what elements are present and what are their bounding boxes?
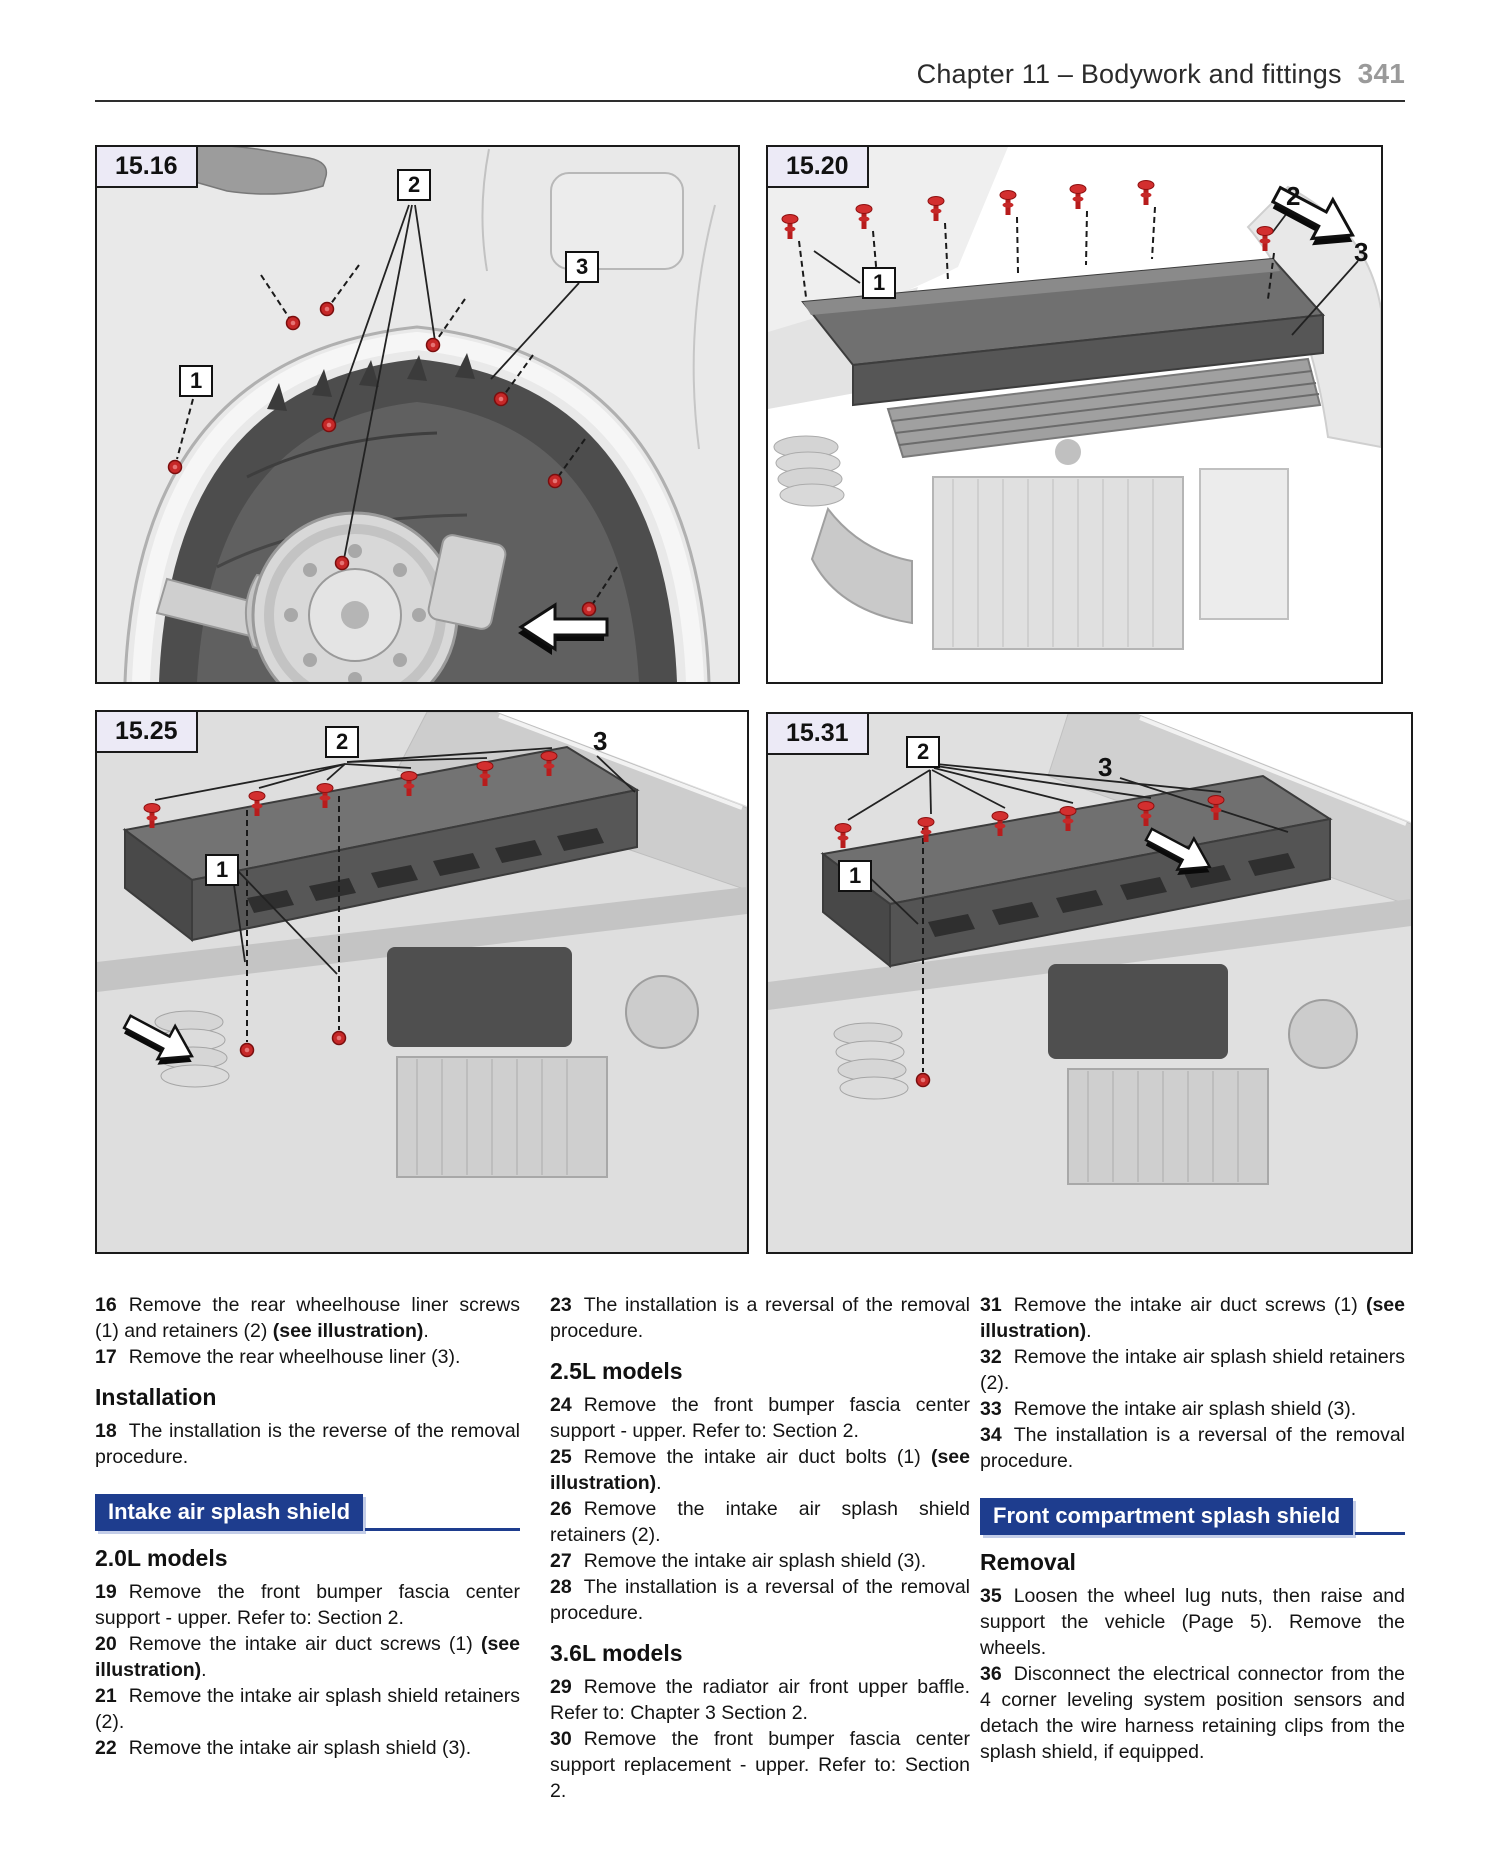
intake-splash-shield-3-6l-illustration bbox=[768, 714, 1411, 1252]
sub-heading: 3.6L models bbox=[550, 1640, 683, 1666]
section-heading-label: Front compartment splash shield bbox=[980, 1498, 1354, 1535]
page-header: Chapter 11 – Bodywork and fittings 341 bbox=[95, 58, 1405, 90]
figure-label: 15.20 bbox=[766, 145, 869, 188]
figure-15-31: 15.31 1 2 3 bbox=[766, 712, 1413, 1254]
intake-splash-shield-2-0l-illustration bbox=[97, 712, 747, 1252]
sub-heading: 2.0L models bbox=[95, 1545, 228, 1571]
callout-1: 1 bbox=[838, 860, 873, 892]
figure-15-20: 15.20 1 2 3 bbox=[766, 145, 1383, 684]
callout-3: 3 bbox=[1354, 237, 1369, 267]
section-heading-label: Intake air splash shield bbox=[95, 1494, 364, 1531]
header-rule bbox=[95, 100, 1405, 102]
figure-label: 15.16 bbox=[95, 145, 198, 188]
callout-2: 2 bbox=[1286, 181, 1301, 211]
page-number: 341 bbox=[1357, 58, 1405, 89]
section-heading: Front compartment splash shield bbox=[980, 1498, 1405, 1535]
callout-3: 3 bbox=[593, 726, 608, 756]
section-heading-rule bbox=[1355, 1532, 1405, 1535]
section-heading: Intake air splash shield bbox=[95, 1494, 520, 1531]
section-heading-rule bbox=[365, 1528, 520, 1531]
sub-heading: 2.5L models bbox=[550, 1358, 683, 1384]
brake-disc bbox=[251, 511, 459, 682]
sub-heading: Removal bbox=[980, 1549, 1076, 1575]
figure-15-16: 15.16 1 2 3 bbox=[95, 145, 740, 684]
callout-3: 3 bbox=[1098, 752, 1113, 782]
chapter-title: Chapter 11 – Bodywork and fittings bbox=[916, 59, 1342, 89]
fastener-screw bbox=[239, 1042, 255, 1058]
callout-1: 1 bbox=[205, 854, 240, 886]
callout-2: 2 bbox=[397, 169, 432, 201]
callout-1: 1 bbox=[862, 267, 897, 299]
fastener-screw bbox=[915, 1072, 931, 1088]
figure-label: 15.31 bbox=[766, 712, 869, 755]
figure-15-25: 15.25 1 2 3 bbox=[95, 710, 749, 1254]
callout-1: 1 bbox=[179, 365, 214, 397]
callout-2: 2 bbox=[906, 736, 941, 768]
figure-label: 15.25 bbox=[95, 710, 198, 753]
intake-air-duct-illustration bbox=[768, 147, 1381, 682]
fastener-screw bbox=[331, 1030, 347, 1046]
sub-heading: Installation bbox=[95, 1384, 217, 1410]
wheelhouse-liner-illustration bbox=[97, 147, 738, 682]
callout-2: 2 bbox=[325, 726, 360, 758]
callout-3: 3 bbox=[565, 251, 600, 283]
